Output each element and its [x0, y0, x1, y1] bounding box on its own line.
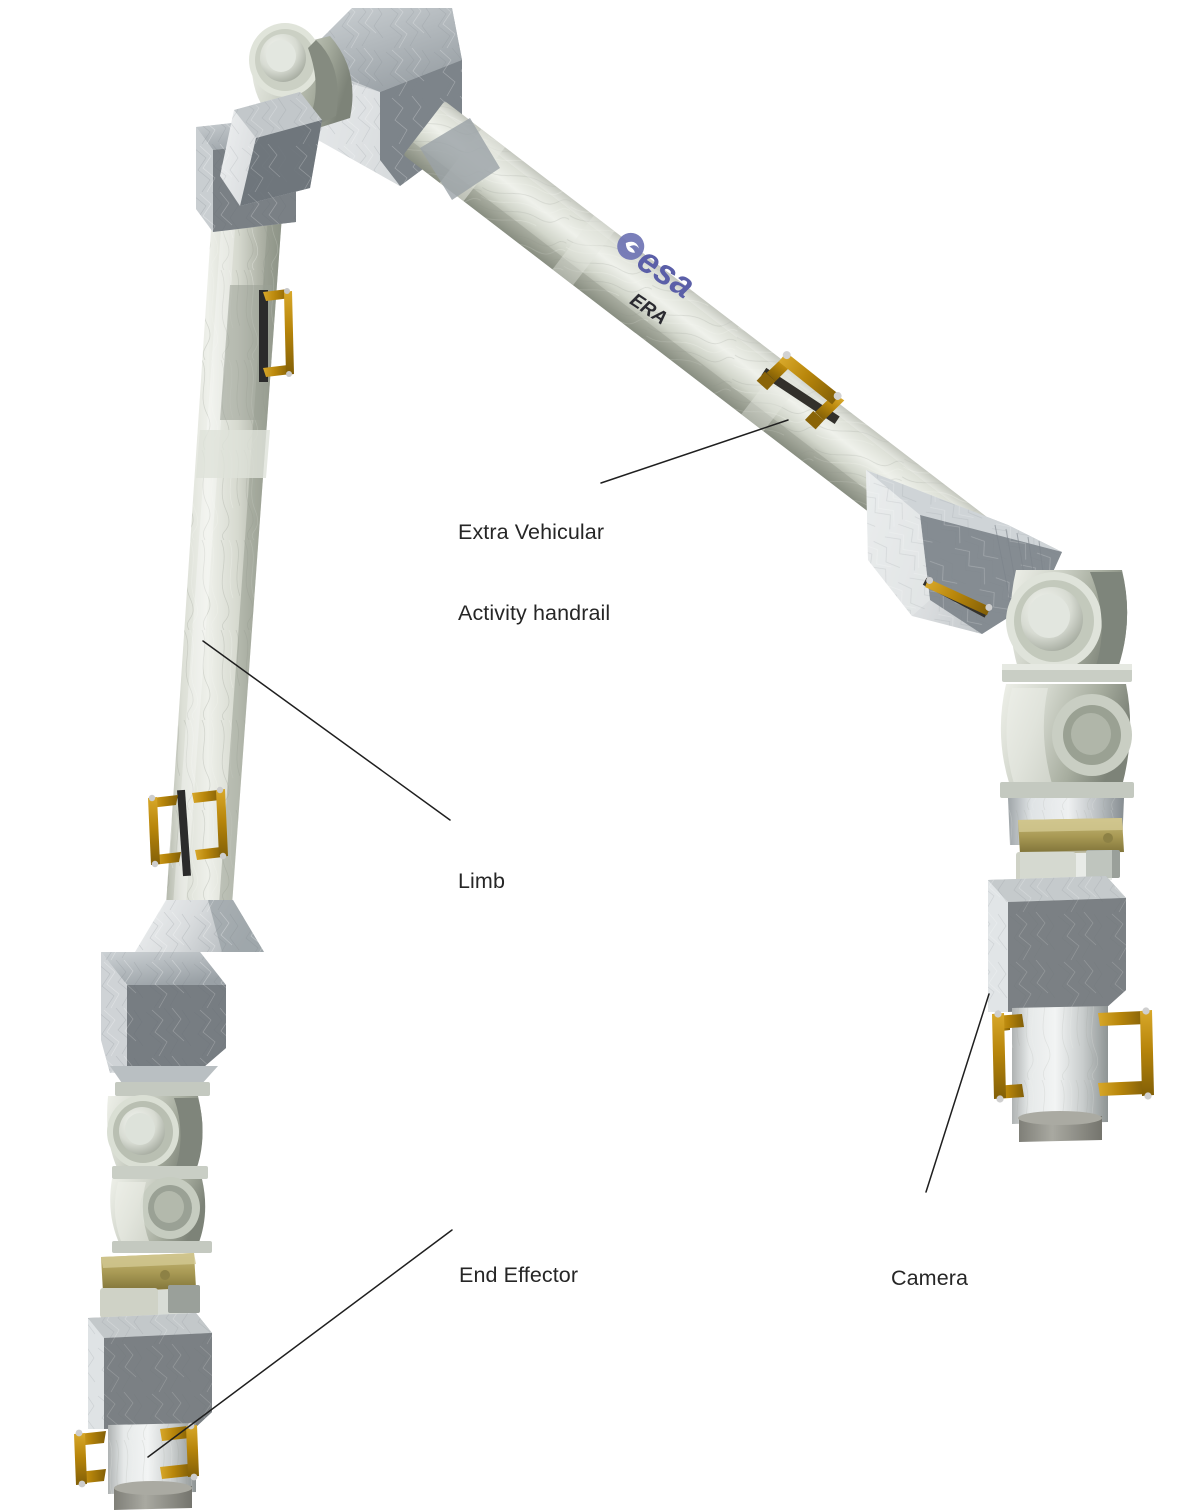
eva-handrail-upper-left-limb[interactable]	[259, 288, 294, 382]
ee-side-bracket-left	[100, 1288, 158, 1318]
clamp-ring-lower-left	[101, 1253, 196, 1292]
label-limb-line1: Limb	[458, 869, 506, 893]
leader-lines	[147, 419, 990, 1458]
camera-housing	[988, 876, 1126, 1012]
label-eva-handrail: Extra Vehicular Activity handrail	[458, 465, 610, 681]
right-wrist-joint-assembly	[1000, 570, 1134, 882]
wrist-joint-lower-left	[107, 1082, 212, 1253]
leader-line-eva-handrail	[600, 419, 789, 484]
limb-lower-housing-box	[101, 952, 226, 1086]
left-limb-assembly	[74, 118, 296, 1510]
label-limb: Limb	[458, 814, 505, 949]
leader-line-limb	[202, 640, 451, 821]
eva-handrail-mid-left-limb[interactable]	[148, 786, 228, 877]
leader-line-end-effector	[147, 1229, 453, 1458]
ee-side-bracket-right	[168, 1285, 200, 1313]
eva-handrail-end-effector-left[interactable]	[74, 1429, 106, 1488]
label-eva-handrail-line2: Activity handrail	[458, 601, 611, 625]
label-camera: Camera	[891, 1211, 968, 1346]
label-eva-handrail-line1: Extra Vehicular	[458, 520, 605, 544]
eva-handrail-shoulder[interactable]	[922, 572, 993, 620]
label-end-effector-line1: End Effector	[459, 1263, 579, 1287]
end-effector-lower-left	[74, 1313, 212, 1510]
clamp-ring-right-wrist	[1018, 818, 1124, 854]
camera-end-effector-right	[988, 876, 1154, 1142]
eva-handrail-camera-left[interactable]	[992, 1010, 1024, 1103]
leader-line-camera	[925, 993, 990, 1193]
eva-handrail-diagonal-limb[interactable]	[752, 346, 854, 437]
limb-splice-band	[196, 430, 270, 478]
eva-handrail-end-effector-right[interactable]	[160, 1422, 199, 1481]
top-elbow-joint	[220, 8, 462, 206]
label-end-effector: End Effector	[459, 1208, 578, 1343]
limb-lower-taper	[135, 900, 264, 952]
esa-logo-icon	[617, 232, 645, 260]
diagonal-limb-collar	[420, 118, 500, 200]
label-camera-line1: Camera	[891, 1266, 969, 1290]
eva-handrail-camera-right[interactable]	[1098, 1007, 1154, 1100]
